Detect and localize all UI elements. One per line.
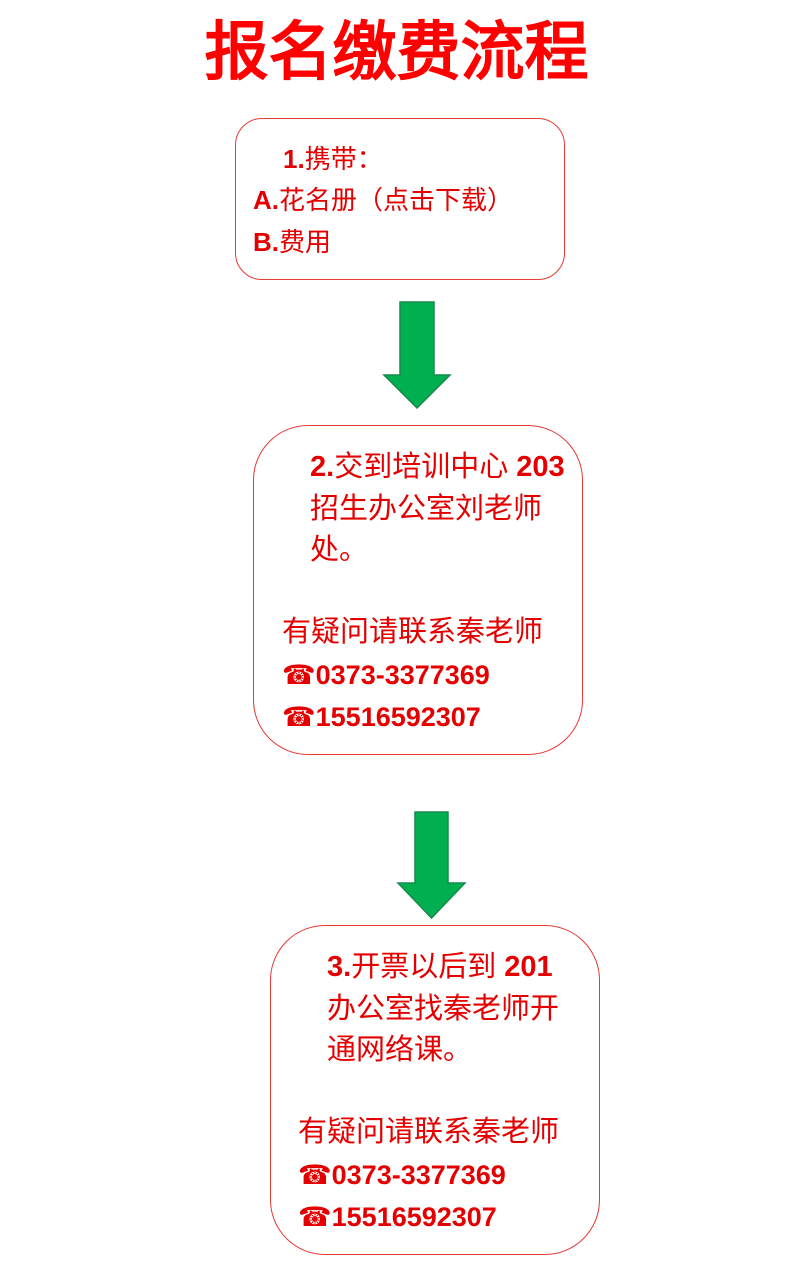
- step-number: 3.: [327, 951, 352, 983]
- phone-number: 0373-3377369: [315, 660, 490, 690]
- phone-icon: [282, 702, 316, 732]
- step-number: 1.: [283, 144, 305, 174]
- fee-item: B.费用: [253, 222, 331, 262]
- step-number: 2.: [310, 451, 335, 483]
- item-label: A.: [253, 185, 279, 215]
- item-text: 费用: [279, 227, 332, 257]
- page-title: 报名缴费流程: [204, 16, 589, 88]
- phone-icon: [282, 660, 316, 690]
- item-text: 花名册（点击下载）: [279, 185, 514, 215]
- step-2-box: 2.交到培训中心 203 招生办公室刘老师 处。 有疑问请联系秦老师 0373-…: [253, 425, 583, 755]
- step-instruction-line: 3.开票以后到 201: [327, 946, 553, 988]
- phone-line: 0373-3377369: [298, 1154, 506, 1196]
- download-roster-link[interactable]: A.花名册（点击下载）: [253, 180, 513, 220]
- arrow-down-icon: [382, 301, 452, 410]
- step-1-box: 1.携带： A.花名册（点击下载） B.费用: [235, 118, 565, 280]
- step-1-heading: 1.携带：: [283, 139, 383, 179]
- phone-number: 15516592307: [331, 1202, 497, 1232]
- arrow-down-icon: [396, 811, 467, 920]
- instruction-text: 开票以后到: [351, 951, 505, 983]
- phone-number: 15516592307: [315, 702, 481, 732]
- step-instruction-line: 通网络课。: [327, 1034, 473, 1066]
- phone-line: 15516592307: [282, 696, 481, 738]
- arrow-down-shape: [382, 301, 452, 410]
- phone-number: 0373-3377369: [331, 1160, 506, 1190]
- phone-icon: [298, 1202, 332, 1232]
- contact-label: 有疑问请联系秦老师: [282, 616, 544, 648]
- contact-label: 有疑问请联系秦老师: [298, 1116, 560, 1148]
- phone-line: 15516592307: [298, 1196, 497, 1238]
- step-heading-text: 携带：: [304, 144, 383, 174]
- room-number: 203: [516, 451, 565, 483]
- step-3-box: 3.开票以后到 201 办公室找秦老师开 通网络课。 有疑问请联系秦老师 037…: [270, 925, 600, 1255]
- phone-icon: [298, 1160, 332, 1190]
- step-instruction-line: 办公室找秦老师开: [327, 993, 560, 1025]
- arrow-down-shape: [396, 811, 467, 920]
- step-instruction-line: 处。: [310, 534, 369, 566]
- phone-line: 0373-3377369: [282, 654, 490, 696]
- room-number: 201: [504, 951, 553, 983]
- item-label: B.: [253, 227, 279, 257]
- step-instruction-line: 2.交到培训中心 203: [310, 446, 565, 488]
- instruction-text: 交到培训中心: [334, 451, 517, 483]
- step-instruction-line: 招生办公室刘老师: [310, 493, 543, 525]
